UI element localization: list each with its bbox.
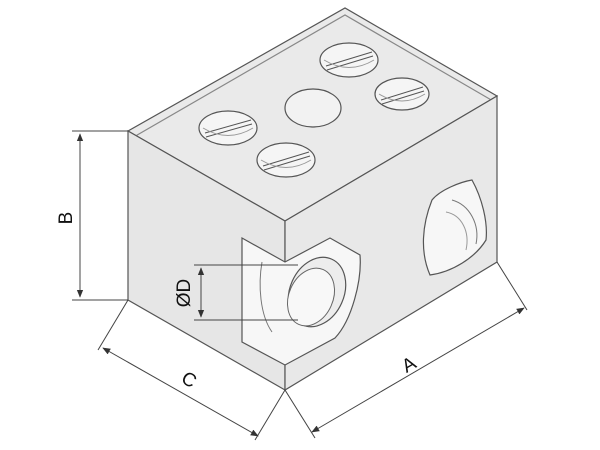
mounting-hole [284, 88, 342, 128]
side-conductor-opening [422, 179, 487, 276]
screw-hole [374, 77, 430, 111]
dimension-label-c: C [178, 368, 200, 393]
dimension-label-a: A [399, 353, 421, 378]
dimension-b: B [56, 130, 128, 301]
screw-hole [319, 42, 379, 78]
top-holes [198, 42, 430, 178]
screw-hole [256, 142, 316, 178]
dimension-label-b: B [56, 212, 77, 225]
screw-hole [198, 110, 258, 146]
dimension-label-d: ØD [174, 279, 195, 308]
dimension-d: ØD [174, 264, 298, 321]
top-rim-line [131, 14, 494, 139]
